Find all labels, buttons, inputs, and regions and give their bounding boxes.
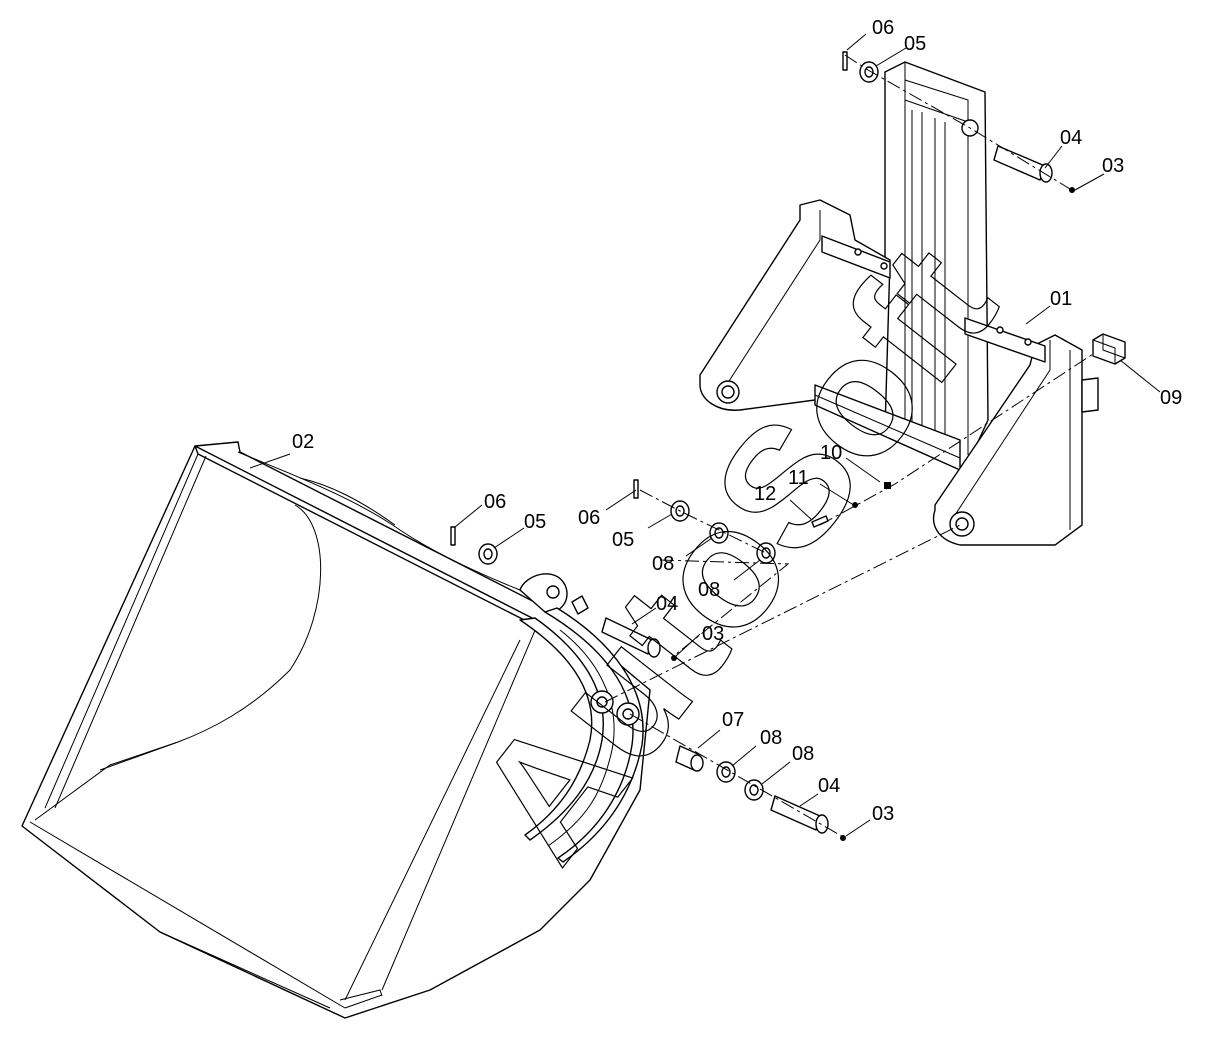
pin-part-04-mid xyxy=(601,617,677,661)
label-04-top: 04 xyxy=(1060,127,1082,149)
washer-part-05-left xyxy=(450,526,498,565)
pin-part-04-lower xyxy=(770,795,846,841)
label-05-top: 05 xyxy=(904,33,926,55)
label-11: 11 xyxy=(788,467,809,489)
label-08-c: 08 xyxy=(760,727,782,749)
label-03-top: 03 xyxy=(1102,155,1124,177)
label-05-left: 05 xyxy=(524,511,546,533)
bushing-part-07 xyxy=(675,745,704,772)
label-02: 02 xyxy=(292,431,314,453)
label-08-a: 08 xyxy=(652,553,674,575)
label-09: 09 xyxy=(1160,387,1182,409)
label-06-left: 06 xyxy=(484,491,506,513)
washer-part-08-d xyxy=(744,779,764,801)
label-08-b: 08 xyxy=(698,579,720,601)
watermark-text: AutoSoft xyxy=(439,212,1030,894)
label-04-lower: 04 xyxy=(818,775,840,797)
washer-part-08-c xyxy=(716,761,736,783)
label-06-top: 06 xyxy=(872,17,894,39)
label-01: 01 xyxy=(1050,288,1072,310)
label-03-lower: 03 xyxy=(872,803,894,825)
bucket-part-02 xyxy=(21,441,651,1019)
label-08-d: 08 xyxy=(792,743,814,765)
label-04-mid: 04 xyxy=(656,593,678,615)
label-05-mid: 05 xyxy=(612,529,634,551)
label-06-mid: 06 xyxy=(578,507,600,529)
label-10: 10 xyxy=(820,442,842,464)
pin-part-04-top xyxy=(993,145,1075,193)
label-12: 12 xyxy=(754,483,776,505)
label-07: 07 xyxy=(722,709,744,731)
mounting-frame-part-01 xyxy=(699,61,1099,546)
leader-lines xyxy=(249,33,1161,837)
block-part-09 xyxy=(1092,333,1126,365)
washer-part-05-top xyxy=(842,51,879,83)
washer-part-08-b xyxy=(756,542,776,564)
assembly-centerlines xyxy=(604,54,1094,839)
label-03-mid: 03 xyxy=(702,623,724,645)
part-labels: 06 05 04 03 01 09 10 11 12 02 06 05 06 0… xyxy=(292,17,1182,825)
